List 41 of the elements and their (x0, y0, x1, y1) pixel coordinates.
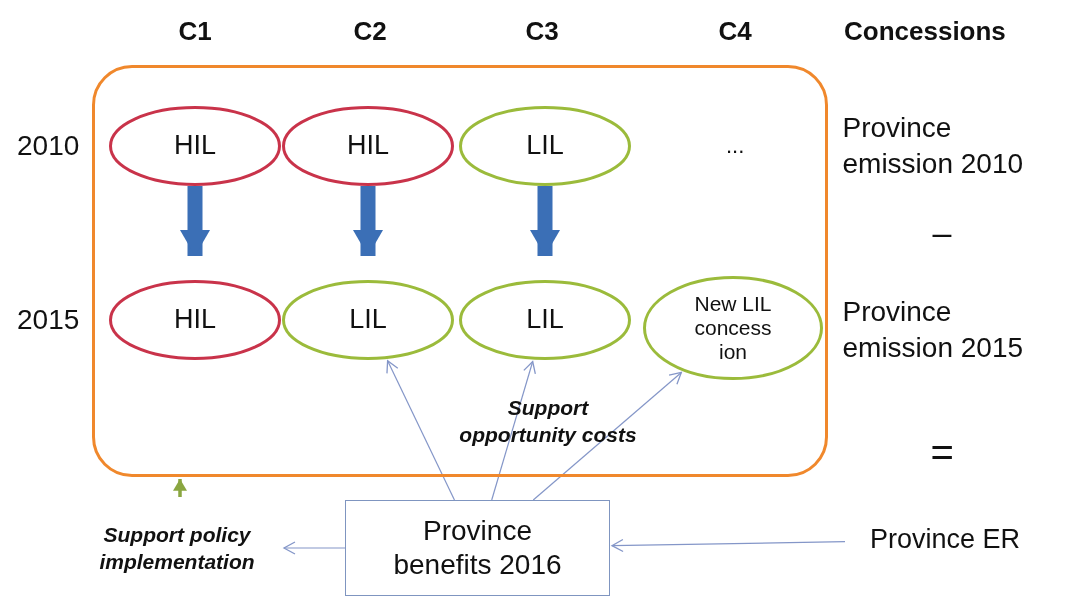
arrow (611, 538, 846, 553)
annotation-text: Province ER (845, 520, 1045, 560)
column-header: C1 (178, 15, 212, 48)
block-arrow (180, 186, 210, 256)
ellipse-label: LIL (349, 304, 387, 336)
year-label: 2015 (17, 303, 80, 337)
ellipsis-text: ... (726, 131, 745, 160)
concession-ellipse (282, 106, 454, 186)
equals-sign: = (930, 429, 954, 476)
equation-term: Province emission 2010 (842, 110, 1025, 181)
column-header: C3 (525, 15, 559, 48)
column-header: C4 (718, 15, 752, 48)
edge-caption: Support opportunity costs (458, 394, 638, 448)
ellipse-label: HIL (174, 304, 216, 336)
ellipse-label: LIL (526, 130, 564, 162)
group-frame (92, 65, 828, 477)
arrow (386, 360, 456, 501)
minus-sign: – (932, 212, 952, 253)
concession-ellipse (282, 280, 454, 360)
column-header: C2 (353, 15, 387, 48)
concession-ellipse (109, 106, 281, 186)
equation-term: Province emission 2015 (842, 294, 1025, 365)
concession-ellipse (643, 276, 823, 380)
concession-ellipse (109, 280, 281, 360)
ellipse-label: HIL (347, 130, 389, 162)
block-arrow (530, 186, 560, 256)
ellipse-label: HIL (174, 130, 216, 162)
concession-ellipse (459, 280, 631, 360)
annotation-text: Support policy implementation (72, 518, 282, 578)
concession-ellipse (459, 106, 631, 186)
arrow (173, 479, 187, 497)
year-label: 2010 (17, 129, 80, 163)
ellipse-label: New LIL concess ion (693, 291, 773, 365)
arrow (532, 371, 682, 501)
arrow (283, 541, 346, 555)
column-header: Concessions (844, 15, 1006, 48)
block-arrow (353, 186, 383, 256)
arrow (491, 360, 536, 501)
process-box (345, 500, 610, 596)
box-label: Province benefits 2016 (392, 514, 563, 582)
ellipse-label: LIL (526, 304, 564, 336)
